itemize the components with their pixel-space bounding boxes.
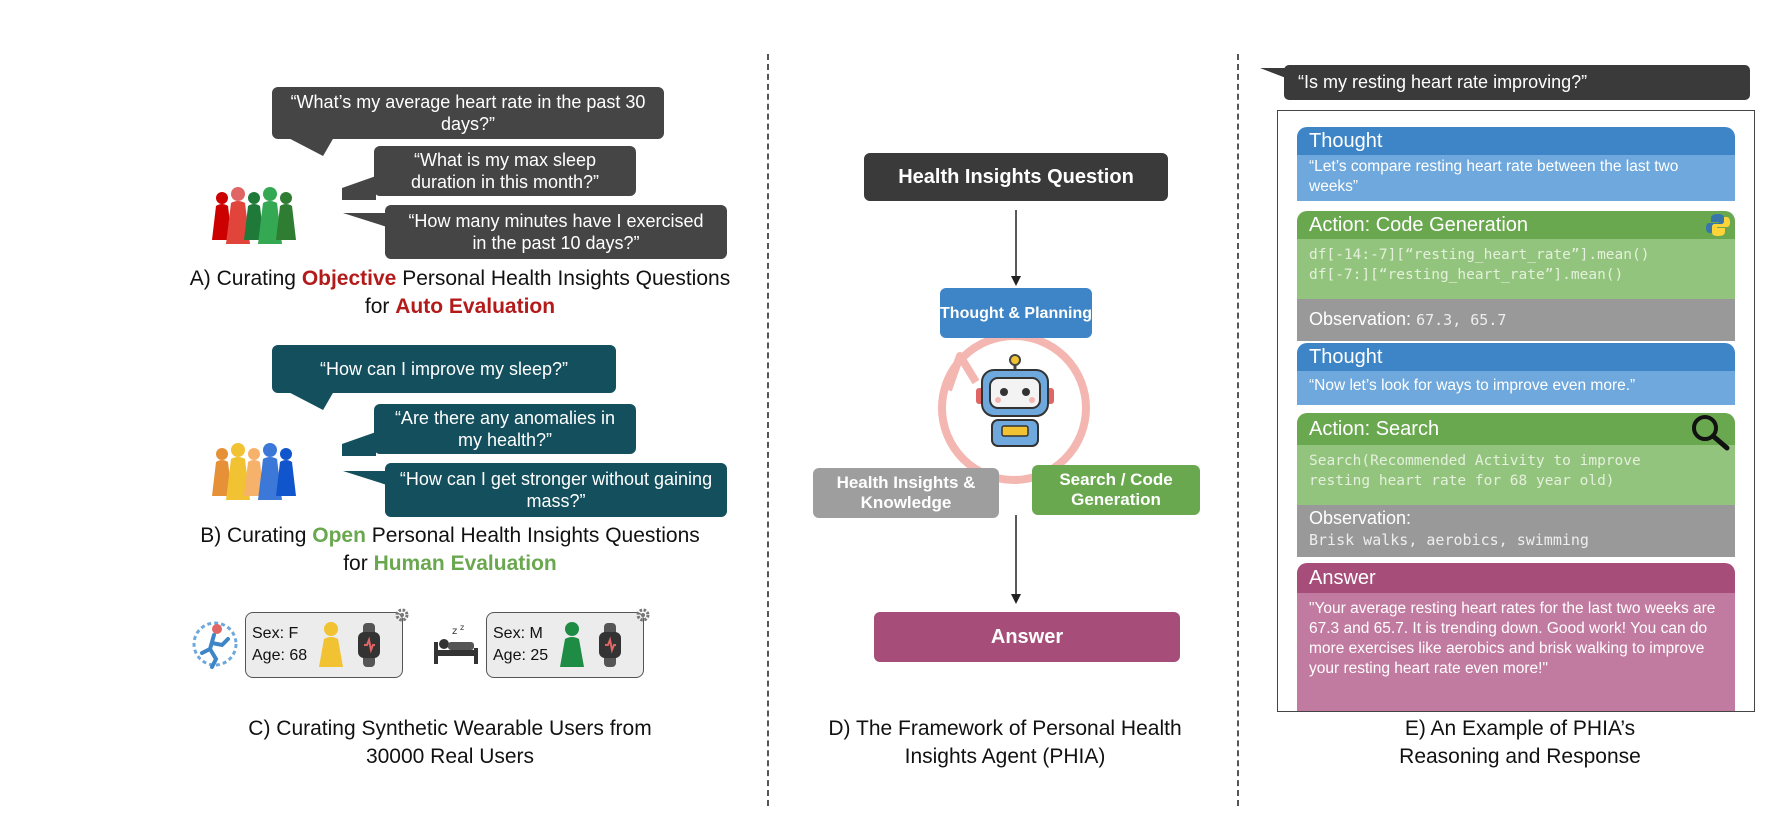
sleeping-icon: z z bbox=[434, 623, 478, 664]
bubble-tail bbox=[343, 471, 387, 485]
search-line-2: resting heart rate for 68 year old) bbox=[1309, 473, 1615, 489]
search-action-section: Action: Search Search(Recommended Activi… bbox=[1297, 413, 1735, 557]
pawn-icon bbox=[560, 622, 584, 667]
observation-1: Observation: 67.3, 65.7 bbox=[1297, 299, 1735, 341]
thought-planning-box: Thought & Planning bbox=[940, 288, 1092, 338]
question-bubble-3: “How can I get stronger without gaining … bbox=[385, 463, 727, 517]
divider-left bbox=[767, 54, 769, 806]
bubble-tail bbox=[343, 213, 387, 227]
smartwatch-icon bbox=[599, 623, 621, 667]
code-action-header: Action: Code Generation bbox=[1309, 214, 1529, 236]
knowledge-box: Health Insights & Knowledge bbox=[813, 468, 999, 518]
code-action-section: Action: Code Generation df[-14:-7][“rest… bbox=[1297, 211, 1735, 341]
question-bubble-1: “What’s my average heart rate in the pas… bbox=[272, 87, 664, 139]
bubble-tail bbox=[263, 386, 337, 410]
search-action-header: Action: Search bbox=[1309, 418, 1440, 440]
search-line-1: Search(Recommended Activity to improve bbox=[1309, 453, 1641, 469]
question-bubble-2: “What is my max sleep duration in this m… bbox=[374, 146, 636, 196]
caption-a: A) Curating Objective Personal Health In… bbox=[189, 267, 731, 318]
exercise-icon bbox=[192, 621, 238, 669]
question-bubble-2: “Are there any anomalies in my health?” bbox=[374, 404, 636, 454]
smartwatch-icon bbox=[358, 623, 380, 667]
bubble-tail bbox=[1260, 68, 1286, 78]
bubble-tail bbox=[342, 432, 376, 456]
thought-header: Thought bbox=[1297, 343, 1735, 371]
users-pawns-icon bbox=[212, 187, 296, 244]
thought-section-1: Thought “Let’s compare resting heart rat… bbox=[1297, 127, 1735, 201]
gear-icon bbox=[395, 608, 409, 622]
question-bubble-3: “How many minutes have I exercised in th… bbox=[385, 205, 727, 259]
code-line-1: df[-14:-7][“resting_heart_rate”].mean() bbox=[1309, 247, 1650, 263]
bubble-tail bbox=[263, 132, 337, 156]
divider-right bbox=[1237, 54, 1239, 806]
reasoning-panel: Thought “Let’s compare resting heart rat… bbox=[1277, 110, 1755, 712]
answer-box: Answer bbox=[874, 612, 1180, 662]
answer-text: "Your average resting heart rates for th… bbox=[1297, 593, 1735, 711]
python-icon bbox=[1706, 214, 1730, 236]
thought-section-2: Thought “Now let’s look for ways to impr… bbox=[1297, 343, 1735, 405]
pawn-icon bbox=[319, 622, 343, 667]
thought-text: “Let’s compare resting heart rate betwee… bbox=[1297, 155, 1735, 201]
answer-section: Answer "Your average resting heart rates… bbox=[1297, 563, 1735, 711]
observation-2: Observation: Brisk walks, aerobics, swim… bbox=[1297, 505, 1735, 557]
caption-c: C) Curating Synthetic Wearable Users fro… bbox=[248, 717, 652, 768]
gear-icon bbox=[636, 608, 650, 622]
user-query-bubble: “Is my resting heart rate improving?” bbox=[1284, 65, 1750, 100]
robot-agent-icon bbox=[976, 354, 1054, 447]
caption-b: B) Curating Open Personal Health Insight… bbox=[200, 524, 700, 575]
answer-header: Answer bbox=[1297, 563, 1735, 593]
magnifier-icon bbox=[1692, 415, 1730, 451]
search-code-box: Search / Code Generation bbox=[1032, 465, 1200, 515]
bubble-tail bbox=[342, 176, 376, 200]
code-line-2: df[-7:][“resting_heart_rate”].mean() bbox=[1309, 267, 1624, 283]
thought-header: Thought bbox=[1297, 127, 1735, 155]
svg-text:z: z bbox=[452, 626, 457, 637]
thought-text: “Now let’s look for ways to improve even… bbox=[1297, 371, 1735, 405]
health-question-box: Health Insights Question bbox=[864, 153, 1168, 201]
svg-text:z: z bbox=[460, 623, 464, 632]
users-pawns-icon bbox=[212, 443, 296, 500]
question-bubble-1: “How can I improve my sleep?” bbox=[272, 345, 616, 393]
